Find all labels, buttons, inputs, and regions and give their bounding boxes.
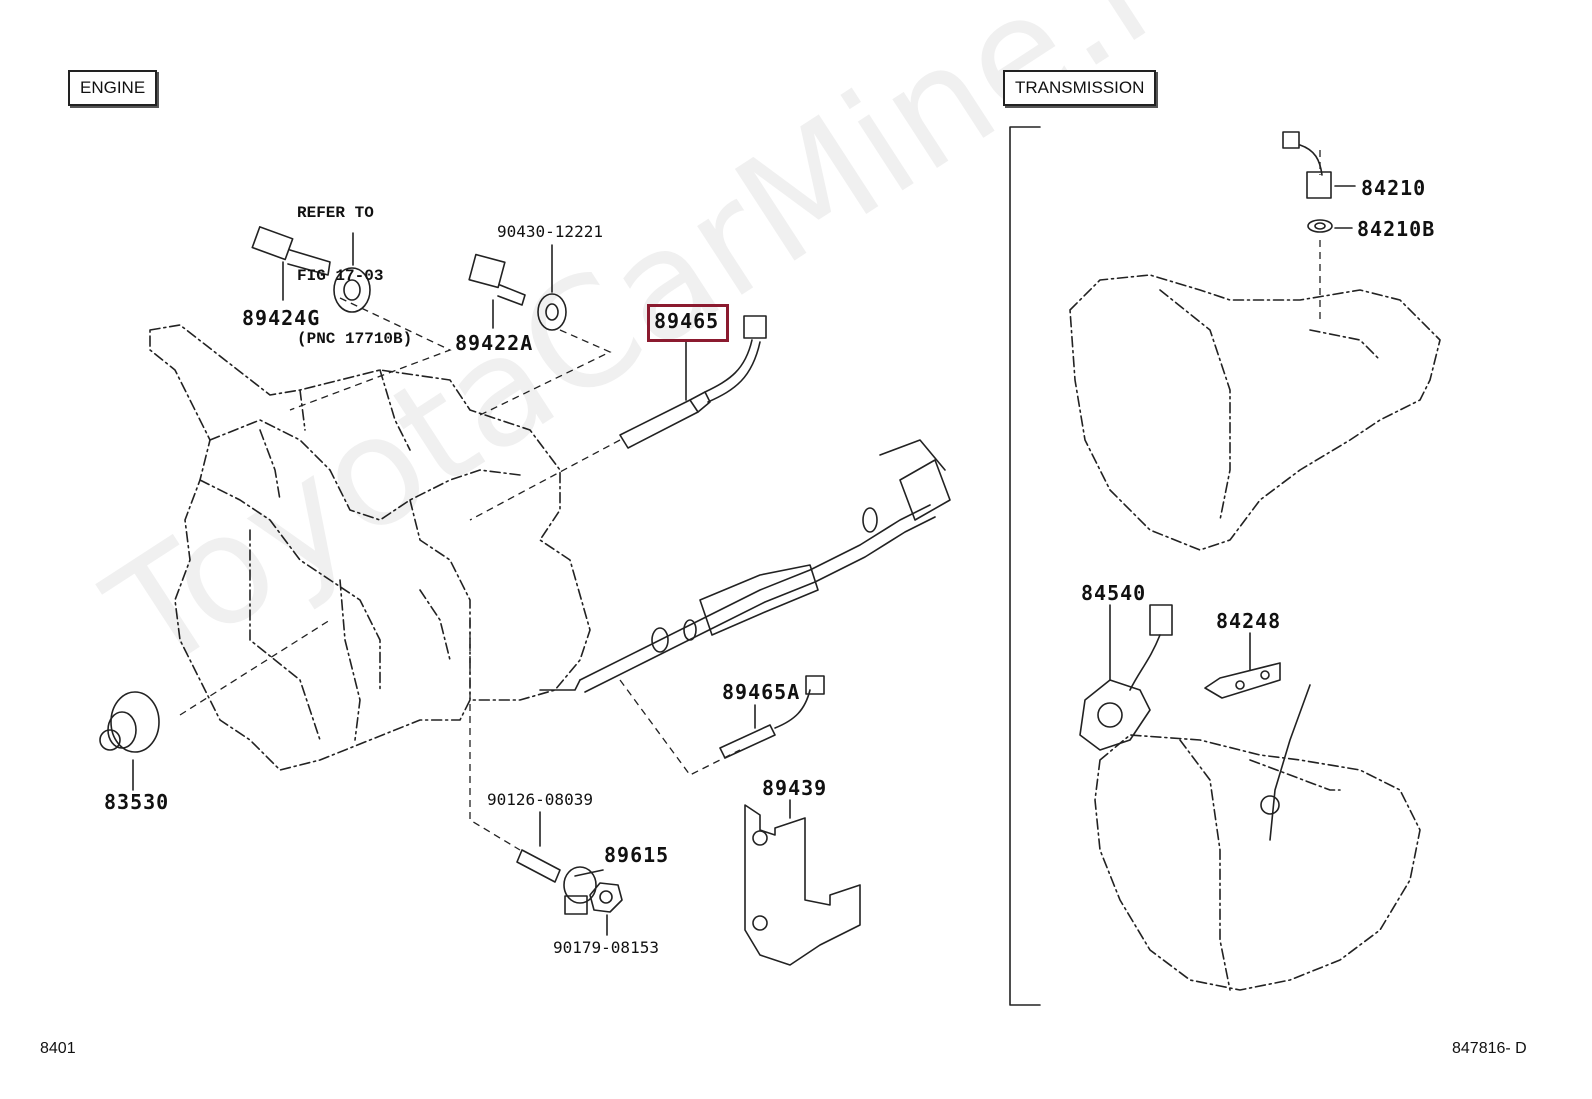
engine-section-label: ENGINE — [68, 70, 158, 106]
engine-block-outline — [149, 324, 591, 771]
figure-id: 847816- D — [1452, 1040, 1527, 1057]
bracket-89439 — [744, 799, 861, 966]
page-number: 8401 — [40, 1040, 76, 1057]
oxygen-sensor-89465A — [719, 675, 825, 759]
bracket-84248 — [1204, 632, 1281, 699]
part-label-89615[interactable]: 89615 — [604, 843, 670, 867]
transmission-upper-outline — [1069, 274, 1441, 551]
neutral-start-switch-84540 — [1079, 604, 1173, 751]
sensor-89424G — [251, 226, 371, 313]
exhaust-pipe — [539, 439, 951, 693]
part-label-84210[interactable]: 84210 — [1361, 176, 1427, 200]
part-label-89465A[interactable]: 89465A — [722, 680, 801, 704]
oil-pressure-switch-83530 — [99, 691, 160, 791]
reference-note-line-1: REFER TO — [297, 204, 374, 222]
part-label-84210B[interactable]: 84210B — [1357, 217, 1436, 241]
part-label-83530[interactable]: 83530 — [104, 790, 170, 814]
part-label-89424G[interactable]: 89424G — [242, 306, 321, 330]
reference-note: REFER TO FIG 17-03 (PNC 17710B) — [297, 161, 412, 371]
part-label-90179-08153[interactable]: 90179-08153 — [553, 938, 659, 957]
part-label-84540[interactable]: 84540 — [1081, 581, 1147, 605]
transmission-lower-outline — [1094, 734, 1421, 991]
part-label-89422A[interactable]: 89422A — [455, 331, 534, 355]
sensor-89422A — [468, 244, 567, 331]
part-label-89439[interactable]: 89439 — [762, 776, 828, 800]
part-label-90430-12221[interactable]: 90430-12221 — [497, 222, 603, 241]
reference-note-line-3: (PNC 17710B) — [297, 330, 413, 348]
transmission-bracket — [1009, 126, 1041, 1006]
switch-84210 — [1282, 131, 1356, 233]
transmission-section-label: TRANSMISSION — [1003, 70, 1157, 106]
leader-lines — [179, 150, 1321, 851]
reference-note-line-2: FIG 17-03 — [297, 267, 384, 285]
highlight-box — [647, 304, 729, 342]
part-label-90126-08039[interactable]: 90126-08039 — [487, 790, 593, 809]
oxygen-sensor-89465 — [619, 315, 767, 449]
part-label-84248[interactable]: 84248 — [1216, 609, 1282, 633]
dipstick — [1269, 684, 1311, 841]
knock-sensor-89615 — [516, 811, 623, 936]
part-label-89465[interactable]: 89465 — [654, 309, 720, 333]
